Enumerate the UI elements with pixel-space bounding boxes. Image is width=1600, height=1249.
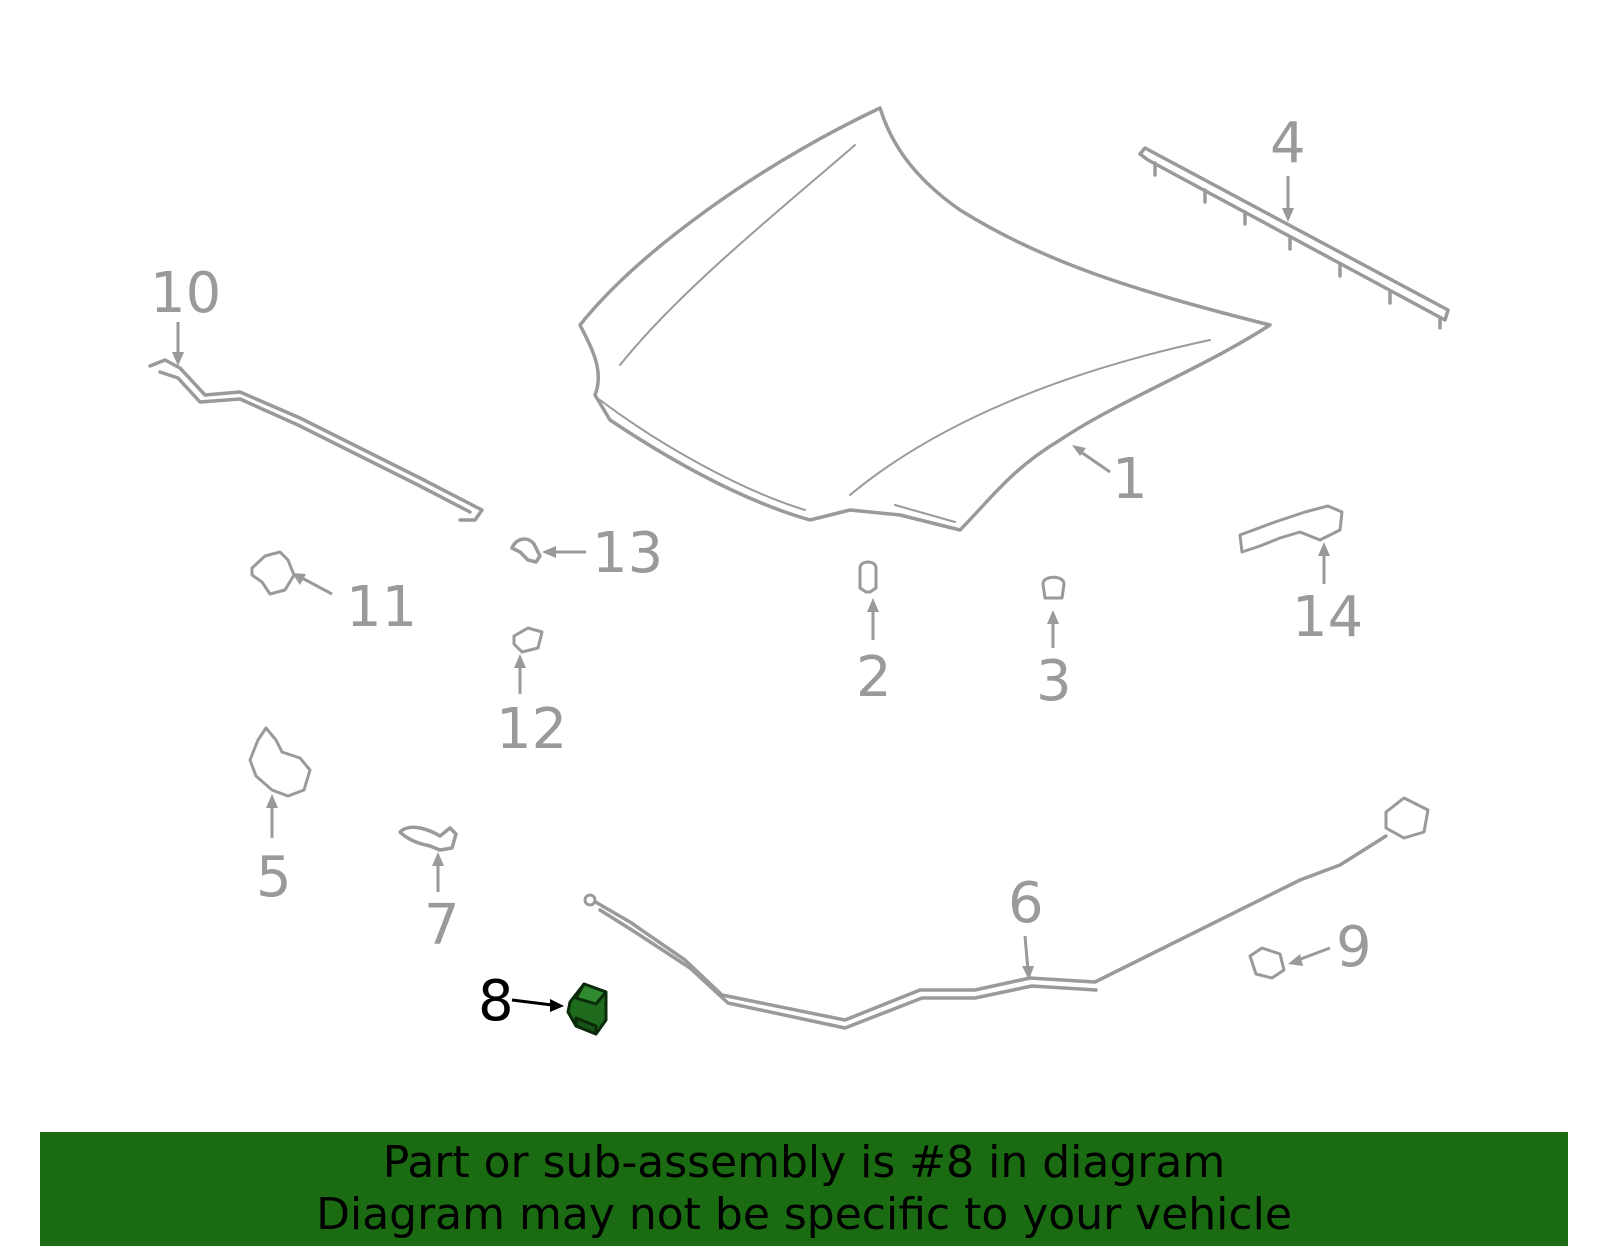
part-clip-9 [1248, 946, 1286, 980]
svg-text:12: 12 [496, 697, 567, 762]
callout-5: 5 [256, 794, 292, 910]
callout-12: 12 [496, 654, 567, 762]
callout-2: 2 [856, 598, 892, 710]
svg-text:1: 1 [1112, 447, 1148, 512]
callout-1: 1 [1072, 445, 1148, 512]
callout-11: 11 [292, 573, 417, 640]
svg-text:8: 8 [478, 969, 514, 1034]
callout-14: 14 [1292, 542, 1363, 650]
svg-text:2: 2 [856, 645, 892, 710]
callout-8-highlighted: 8 [478, 969, 564, 1034]
part-clip-7 [398, 825, 458, 852]
svg-text:7: 7 [424, 893, 460, 958]
callout-7: 7 [424, 852, 460, 958]
part-release-handle [1238, 504, 1344, 554]
svg-text:14: 14 [1292, 585, 1363, 650]
callout-6: 6 [1008, 871, 1044, 980]
part-clip-13 [510, 537, 542, 564]
banner-line-part-info: Part or sub-assembly is #8 in diagram [382, 1137, 1226, 1188]
part-stop-2 [858, 560, 878, 594]
svg-text:11: 11 [346, 575, 417, 640]
callout-3: 3 [1036, 610, 1072, 714]
part-stop-3 [1041, 575, 1066, 600]
part-bumper-8-highlighted [566, 982, 608, 1036]
svg-text:3: 3 [1036, 649, 1072, 714]
svg-text:6: 6 [1008, 871, 1044, 936]
part-latch [248, 726, 312, 798]
part-support-rod [148, 358, 484, 522]
part-bumper-12 [512, 626, 544, 654]
part-weatherstrip [1138, 146, 1450, 330]
svg-text:5: 5 [256, 845, 292, 910]
svg-text:10: 10 [150, 261, 221, 326]
part-release-cable [583, 796, 1430, 1030]
svg-text:13: 13 [592, 521, 663, 586]
callout-13: 13 [542, 521, 663, 586]
svg-text:9: 9 [1336, 915, 1372, 980]
callout-10: 10 [150, 261, 221, 366]
callout-9: 9 [1288, 915, 1372, 980]
part-hood [578, 106, 1272, 532]
banner-line-disclaimer: Diagram may not be specific to your vehi… [316, 1189, 1292, 1240]
part-clip-11 [250, 550, 296, 596]
svg-text:4: 4 [1270, 111, 1306, 176]
info-banner: Part or sub-assembly is #8 in diagram Di… [40, 1132, 1568, 1246]
callout-4: 4 [1270, 111, 1306, 222]
